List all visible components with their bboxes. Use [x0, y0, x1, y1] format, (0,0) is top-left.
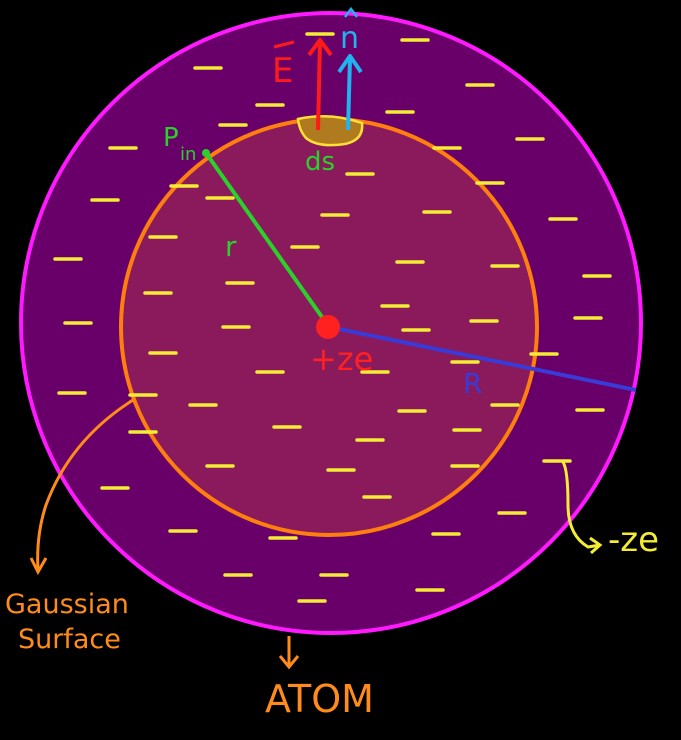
area-element-label: ds [305, 147, 335, 177]
nucleus [316, 315, 340, 339]
electric-field-arrow [316, 41, 322, 131]
atom-pointer-head [278, 655, 300, 670]
point-subscript-label: in [180, 144, 196, 165]
cloud-charge-pointer-head [589, 536, 603, 555]
point-label: P [163, 123, 179, 153]
area-element-patch [296, 115, 364, 147]
cloud-charge-label: -ze [608, 520, 659, 560]
electric-field-arrowhead [307, 38, 333, 57]
gaussian-pointer-head [29, 557, 48, 576]
small-radius-label: r [225, 230, 237, 263]
vector-bar-icon [273, 40, 295, 49]
large-radius-label: R [463, 367, 482, 400]
normal-arrow [346, 57, 352, 131]
electric-field-label: E [272, 51, 293, 91]
normal-arrowhead [337, 54, 363, 74]
gaussian-pointer [36, 398, 134, 571]
nucleus-charge-label: +ze [310, 340, 373, 378]
electron-cloud [53, 32, 612, 603]
point-p-dot [202, 149, 210, 157]
gaussian-label-line2: Surface [18, 624, 121, 655]
normal-label: n [340, 21, 359, 56]
unit-hat-icon [344, 6, 358, 18]
gaussian-label-line1: Gaussian [5, 589, 129, 620]
large-radius-line [328, 325, 637, 392]
small-radius-line [204, 151, 331, 329]
cloud-charge-pointer [561, 461, 601, 549]
atom-label: ATOM [265, 677, 374, 721]
